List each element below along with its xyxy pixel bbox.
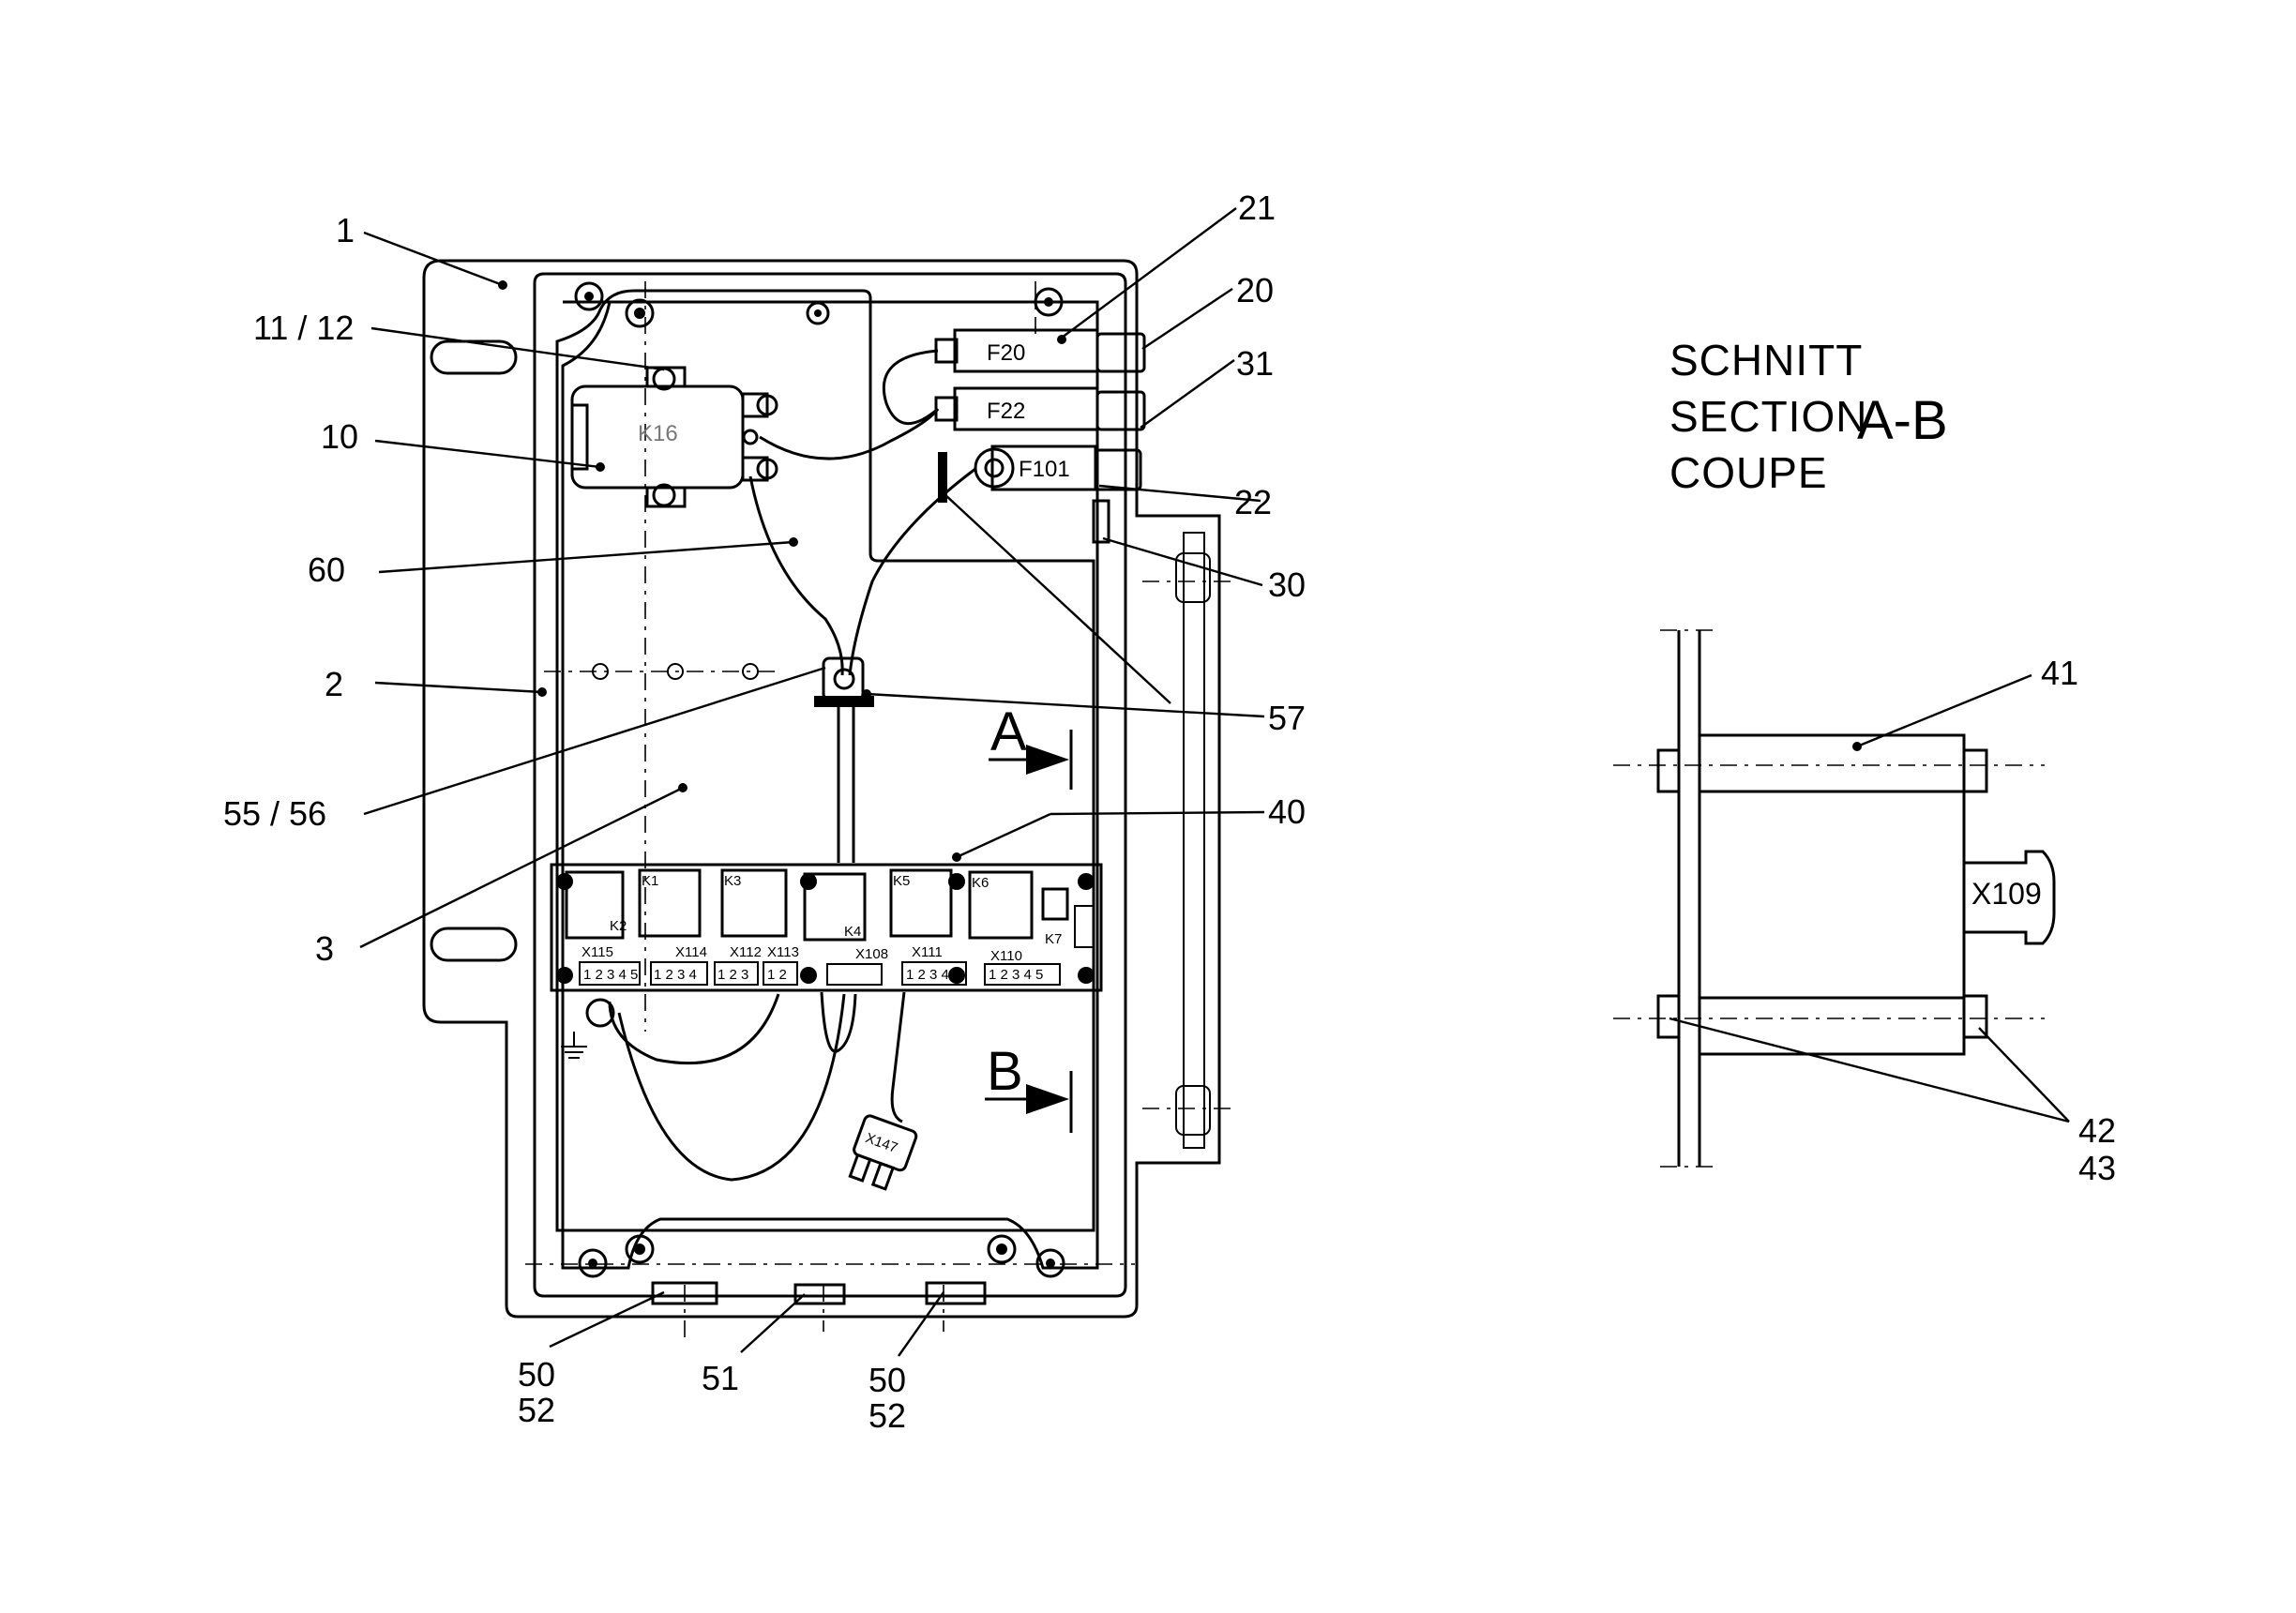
- callout-10: 10: [321, 417, 358, 456]
- relay-k5: K5: [893, 873, 910, 889]
- section-title-id: A-B: [1857, 390, 1948, 451]
- callout-55-56: 55 / 56: [223, 794, 326, 833]
- leader-lines: [359, 207, 1265, 1357]
- callout-42: 42: [2078, 1111, 2116, 1150]
- wiring-panel: [555, 289, 1095, 1232]
- callout-43: 43: [2078, 1149, 2116, 1187]
- relay-k3: K3: [724, 873, 741, 889]
- section-marker-b-label: B: [987, 1041, 1023, 1102]
- relay-k2: K2: [610, 918, 627, 934]
- relay-board: K1 K2 K3 K4 K5 K6 K7 X115 X114 X112 X113…: [550, 863, 1103, 992]
- connector-x147-label: X147: [864, 1130, 900, 1156]
- plug-x112: X112: [730, 944, 762, 960]
- section-title-fr: COUPE: [1669, 448, 1828, 497]
- fuse-holders: F20 F22 F101: [934, 328, 1146, 544]
- callout-21: 21: [1238, 188, 1276, 227]
- relay-k1: K1: [642, 873, 658, 889]
- plug-x110-pins: 1 2 3 4 5: [989, 967, 1043, 983]
- corner-screws: [574, 281, 1065, 1278]
- flange-nut-top: [1175, 552, 1211, 603]
- connector-x109-label: X109: [1971, 877, 2042, 911]
- relay-k7: K7: [1045, 931, 1062, 947]
- bolt-top-left: [1656, 748, 1681, 793]
- plug-x114: X114: [675, 944, 707, 960]
- plug-x111-pins: 1 2 3 4 5: [906, 967, 960, 983]
- callout-22: 22: [1234, 483, 1272, 521]
- plug-x110: X110: [990, 948, 1022, 964]
- callout-40: 40: [1268, 792, 1306, 831]
- fuse-f20: F20: [934, 328, 1146, 373]
- plug-x108: X108: [855, 946, 888, 962]
- plug-x113-pins: 1 2: [767, 967, 787, 983]
- relay-main-label: K16: [638, 421, 678, 446]
- section-marker-b: B: [985, 1041, 1073, 1133]
- callout-11-12: 11 / 12: [253, 309, 354, 347]
- ground-stud: [585, 998, 615, 1028]
- callout-41: 41: [2041, 654, 2078, 692]
- plug-x115: X115: [582, 944, 613, 960]
- section-marker-a-label: A: [990, 701, 1027, 762]
- main-relay: K16: [570, 366, 778, 508]
- plug-x114-pins: 1 2 3 4: [654, 967, 697, 983]
- callout-20: 20: [1236, 271, 1274, 309]
- fuse-f101: F101: [974, 445, 1142, 491]
- section-leaders: 41 42 43: [1669, 654, 2116, 1187]
- callout-30: 30: [1268, 565, 1306, 604]
- callout-60: 60: [308, 550, 345, 589]
- fuse-f101-label: F101: [1019, 457, 1070, 482]
- terminal-30: [1092, 499, 1110, 544]
- section-marker-a: A: [989, 701, 1073, 790]
- relay-body-section: [1698, 733, 1966, 1056]
- connector-x147: X147: [848, 1114, 918, 1191]
- plug-x113: X113: [767, 944, 799, 960]
- callout-3: 3: [315, 929, 334, 968]
- cable-glands: [651, 1281, 987, 1305]
- mounting-slot-bottom: [430, 927, 518, 962]
- callout-50-right: 50: [869, 1361, 906, 1399]
- relay-k6: K6: [972, 875, 989, 891]
- callout-51: 51: [702, 1359, 739, 1397]
- mounting-slot-top: [430, 339, 518, 375]
- inner-housing: [533, 272, 1127, 1298]
- center-lines: [525, 281, 1238, 1341]
- plug-x111: X111: [912, 944, 943, 960]
- plug-x112-pins: 1 2 3: [718, 967, 748, 983]
- fuse-f20-label: F20: [987, 340, 1025, 366]
- side-flange: [1183, 532, 1205, 1149]
- housing-front-view: [422, 259, 1238, 1341]
- wiring-harness: X147: [561, 349, 976, 1191]
- fuse-f22: F22: [934, 386, 1146, 431]
- bolt-bottom-right: [1962, 994, 1988, 1039]
- callout-50-left: 50: [518, 1355, 555, 1394]
- bolt-bottom-left: [1656, 994, 1681, 1039]
- clamp-bar: [814, 696, 874, 707]
- relay-k4: K4: [844, 924, 861, 940]
- plug-x115-pins: 1 2 3 4 5: [583, 967, 638, 983]
- mounting-plate: [422, 259, 1221, 1319]
- ground-bar: [938, 452, 947, 503]
- section-view: X109: [1613, 629, 2056, 1168]
- callout-52-left: 52: [518, 1391, 555, 1429]
- ground-symbol: [561, 1032, 587, 1059]
- callout-2: 2: [325, 665, 343, 703]
- callout-57: 57: [1268, 699, 1306, 737]
- callout-labels: 1 11 / 12 10 60 2 55 / 56 3 21 20 31 22 …: [223, 188, 1306, 1435]
- bolt-top-right: [1962, 748, 1988, 793]
- connector-x109: [1964, 850, 2056, 945]
- callout-31: 31: [1236, 344, 1274, 383]
- section-title-de: SCHNITT: [1669, 336, 1863, 384]
- flange-nut-bottom: [1175, 1085, 1211, 1136]
- section-title-en: SECTION: [1669, 392, 1867, 441]
- fuse-f22-label: F22: [987, 399, 1025, 424]
- section-title: SCHNITT SECTION COUPE A-B: [1669, 336, 1948, 497]
- callout-52-right: 52: [869, 1396, 906, 1435]
- callout-1: 1: [336, 211, 355, 249]
